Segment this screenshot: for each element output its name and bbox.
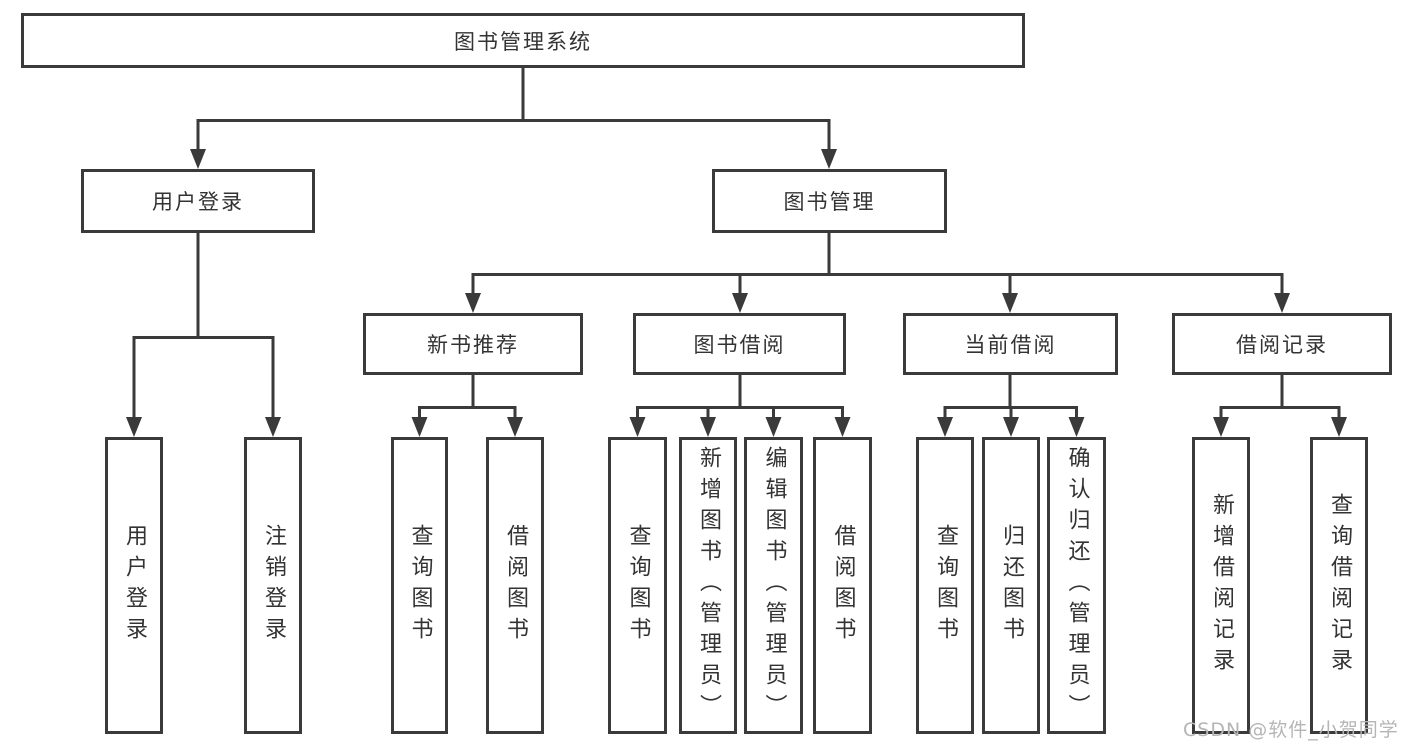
leaf-label: 查询图书	[407, 523, 433, 648]
leaf-add-borrow-record: 新增借阅记录	[1192, 437, 1250, 734]
node-current-borrowing: 当前借阅	[903, 313, 1118, 375]
leaf-logout: 注销登录	[244, 437, 302, 734]
leaf-query-books-recommend: 查询图书	[391, 437, 448, 734]
node-user-login: 用户登录	[81, 169, 315, 233]
leaf-borrow-books-borrowing: 借阅图书	[813, 437, 872, 734]
leaf-edit-books-admin: 编辑图书（管理员）	[744, 437, 803, 734]
arrow-down-icons	[126, 149, 1347, 437]
leaf-label: 注销登录	[261, 523, 286, 648]
leaf-label: 新增借阅记录	[1209, 492, 1234, 679]
leaf-label: 查询图书	[625, 523, 651, 648]
leaf-add-books-admin: 新增图书（管理员）	[679, 437, 737, 734]
leaf-label: 用户登录	[122, 523, 147, 648]
leaf-label: 查询借阅记录	[1327, 492, 1352, 679]
leaf-label: 新增图书（管理员）	[696, 446, 721, 725]
node-library-management-system: 图书管理系统	[21, 13, 1025, 68]
leaf-confirm-return-admin: 确认归还（管理员）	[1047, 437, 1106, 734]
leaf-label: 归还图书	[999, 523, 1024, 648]
csdn-watermark: CSDN @软件_小贺同学	[1183, 719, 1399, 741]
leaf-query-borrow-record: 查询借阅记录	[1310, 437, 1368, 734]
leaf-borrow-books-recommend: 借阅图书	[486, 437, 544, 734]
leaf-label: 编辑图书（管理员）	[761, 446, 787, 725]
node-new-book-recommend: 新书推荐	[363, 313, 583, 375]
leaf-label: 查询图书	[933, 523, 958, 648]
leaf-query-books-borrowing: 查询图书	[608, 437, 667, 734]
leaf-label: 借阅图书	[503, 523, 528, 648]
node-borrowing-records: 借阅记录	[1172, 313, 1392, 375]
node-book-management: 图书管理	[712, 169, 947, 233]
leaf-label: 借阅图书	[830, 523, 856, 648]
leaf-user-login: 用户登录	[105, 437, 163, 734]
leaf-label: 确认归还（管理员）	[1064, 446, 1090, 725]
leaf-return-books: 归还图书	[982, 437, 1040, 734]
leaf-query-books-current: 查询图书	[916, 437, 974, 734]
node-book-borrowing: 图书借阅	[633, 313, 846, 375]
